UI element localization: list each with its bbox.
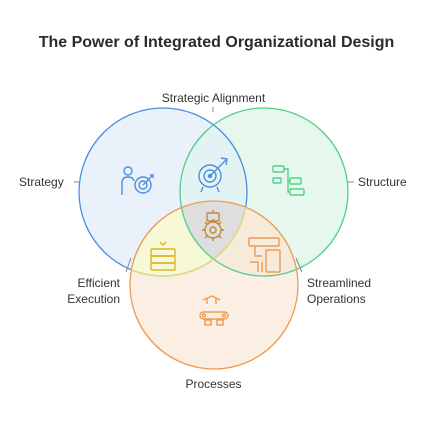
label-efficient: Efficient <box>77 276 120 290</box>
conveyor-belt-icon <box>199 295 229 326</box>
overlap-structure-processes <box>180 201 298 276</box>
org-chart-icon <box>272 165 305 196</box>
label-processes: Processes <box>185 377 242 391</box>
overlap-strategy-processes <box>130 201 247 276</box>
connector-bottom-left <box>125 257 132 273</box>
label-strategy: Strategy <box>19 175 64 189</box>
connector-bottom-right <box>295 257 303 273</box>
stacked-blocks-icon <box>150 241 176 271</box>
label-execution: Execution <box>67 292 120 306</box>
flowchart-icon <box>248 237 281 273</box>
diagram-title: The Power of Integrated Organizational D… <box>38 34 395 51</box>
target-arrow-icon <box>198 157 228 193</box>
label-strategic-alignment: Strategic Alignment <box>161 91 266 105</box>
yellow-edge <box>130 201 248 277</box>
label-operations: Operations <box>307 292 366 306</box>
label-structure: Structure <box>358 175 407 189</box>
gears-icon <box>202 210 224 241</box>
person-target-icon <box>121 166 154 195</box>
label-streamlined: Streamlined <box>307 276 372 290</box>
processes-circle-outline <box>129 200 299 370</box>
structure-circle-outline <box>179 107 349 277</box>
